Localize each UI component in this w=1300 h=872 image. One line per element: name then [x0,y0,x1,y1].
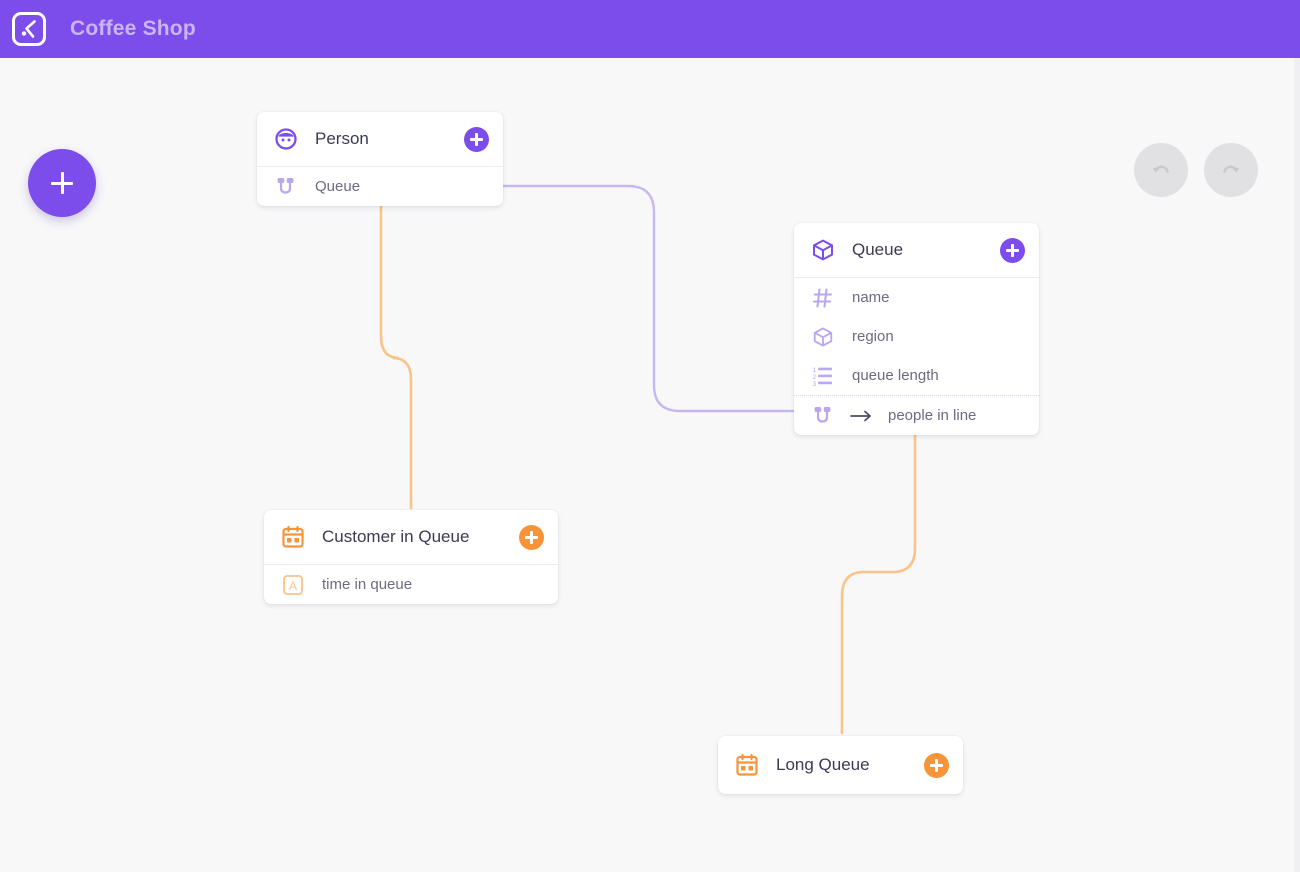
undo-button[interactable] [1134,143,1188,197]
diagram-canvas[interactable]: Person Queue [0,58,1300,872]
redo-button[interactable] [1204,143,1258,197]
card-title: Customer in Queue [322,527,470,546]
entity-card-long-queue[interactable]: Long Queue [718,736,963,794]
plus-icon-vertical [475,132,478,146]
card-header[interactable]: Long Queue [718,736,963,794]
divider [794,277,1039,278]
svg-text:3: 3 [813,381,817,387]
card-header[interactable]: Queue [794,223,1039,277]
arrow-right-icon [850,409,874,423]
undo-arrow-icon [1152,165,1169,173]
svg-text:2: 2 [813,374,817,381]
card-title: Queue [852,240,904,259]
card-add-field-button[interactable] [464,126,489,152]
field-row[interactable]: region [794,317,1039,356]
field-label: name [852,289,890,306]
card-add-field-button[interactable] [519,524,544,550]
plus-icon-vertical [60,172,64,194]
relation-icon [273,176,299,198]
divider [257,166,503,167]
plus-icon-vertical [935,758,938,772]
entity-card-customer-in-queue[interactable]: Customer in Queue A time in queue [264,510,558,604]
card-header[interactable]: Customer in Queue [264,510,558,564]
svg-text:1: 1 [813,367,817,374]
hash-icon [810,287,836,309]
person-face-icon [273,126,299,152]
field-row[interactable]: 1 2 3 queue length [794,356,1039,395]
entity-card-person[interactable]: Person Queue [257,112,503,206]
relation-icon [810,405,836,427]
app-header: Coffee Shop [0,0,1300,58]
cube-icon [810,326,836,348]
entity-card-queue[interactable]: Queue name [794,223,1039,435]
field-label: queue length [852,367,939,384]
card-title: Person [315,129,369,148]
card-add-field-button[interactable] [1000,237,1025,263]
field-row[interactable]: Queue [257,167,503,206]
edge-layer [379,184,917,735]
field-row-relation[interactable]: people in line [794,396,1039,435]
card-title: Long Queue [776,755,870,774]
divider [794,395,1039,396]
kipo-k-logo-icon[interactable] [12,12,46,46]
field-row[interactable]: A time in queue [264,565,558,604]
field-label: people in line [888,407,977,424]
ordered-list-icon: 1 2 3 [810,365,836,387]
cube-icon [810,237,836,263]
card-add-field-button[interactable] [924,752,949,778]
card-header[interactable]: Person [257,112,503,166]
svg-text:A: A [289,579,297,593]
field-row[interactable]: name [794,278,1039,317]
calendar-event-icon [280,524,306,550]
field-label: region [852,328,894,345]
field-label: time in queue [322,576,413,593]
divider [264,564,558,565]
redo-arrow-icon [1223,165,1240,173]
add-entity-button[interactable] [28,149,96,217]
calendar-event-icon [734,752,760,778]
text-type-icon: A [280,574,306,596]
vertical-scrollbar[interactable] [1294,58,1300,872]
field-label: Queue [315,178,361,195]
plus-icon-vertical [1011,243,1014,257]
page-title: Coffee Shop [70,17,196,40]
plus-icon-vertical [530,530,533,544]
history-controls [1134,143,1258,197]
